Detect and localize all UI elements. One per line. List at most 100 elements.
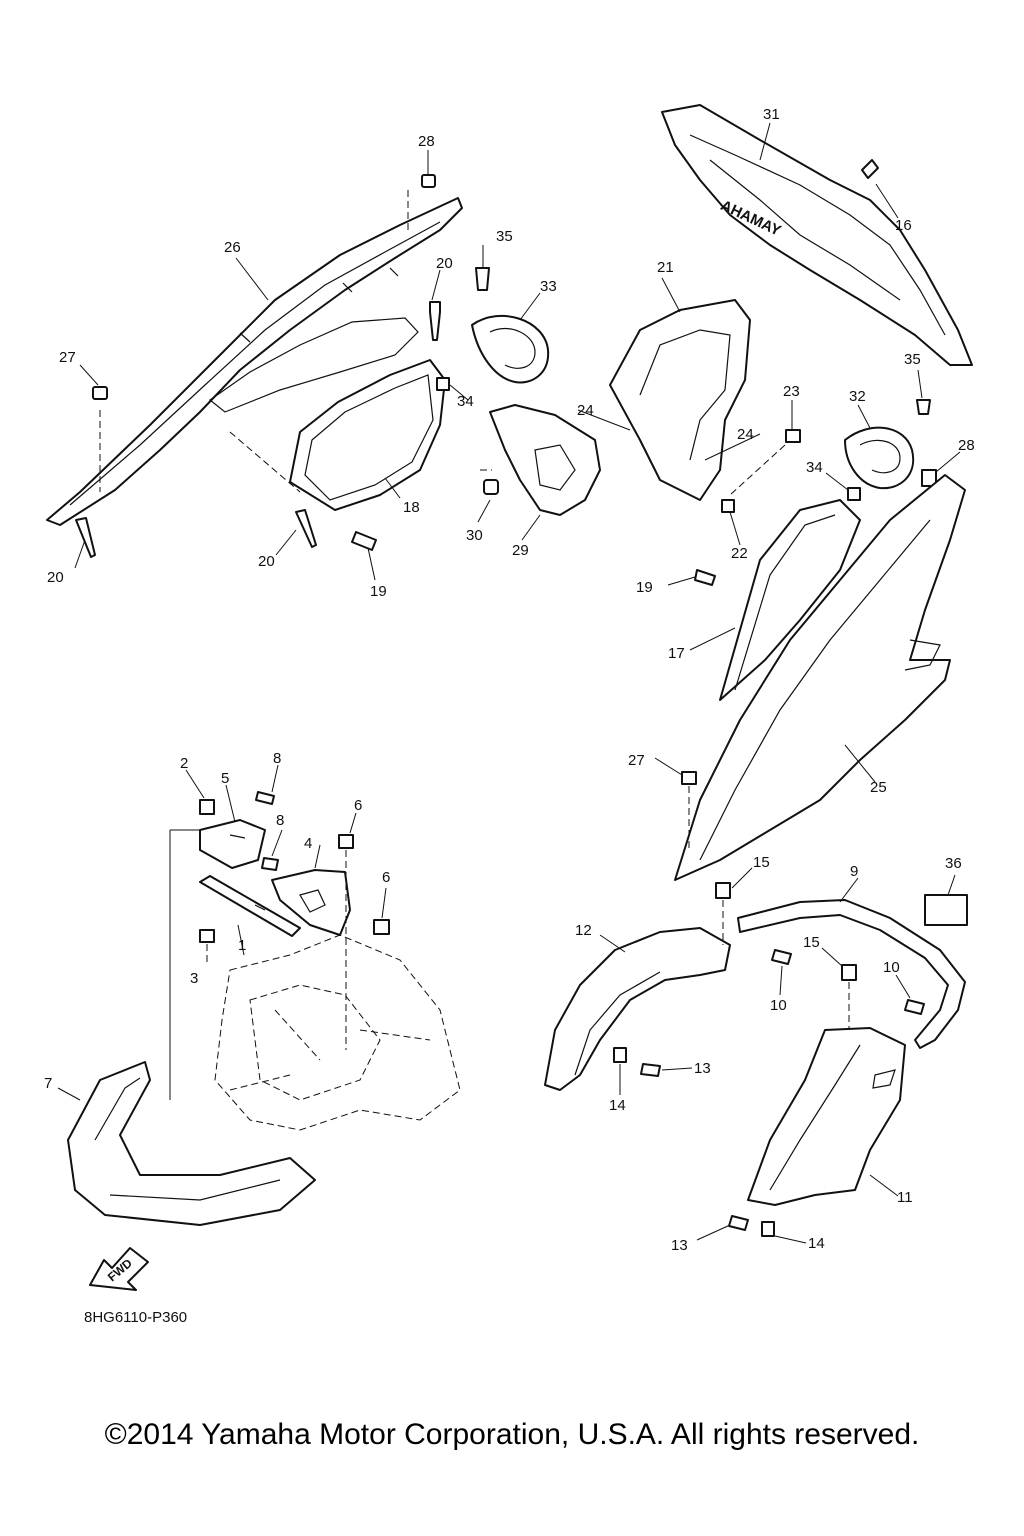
frame-reference [214, 934, 461, 1131]
callout-28: 28 [958, 437, 975, 454]
callout-11: 11 [897, 1189, 913, 1206]
part-35-screw [475, 267, 490, 291]
callout-7: 7 [44, 1075, 52, 1092]
part-36-decal [924, 894, 968, 926]
callout-2: 2 [180, 755, 188, 772]
callout-14: 14 [609, 1097, 626, 1114]
callout-35: 35 [904, 351, 921, 368]
part-34-clip [847, 487, 861, 501]
part-29-bracket [489, 404, 601, 516]
part-10-bolt [904, 999, 925, 1015]
part-8-bolt [255, 791, 275, 805]
part-35-screw [916, 399, 931, 415]
callout-17: 17 [668, 645, 685, 662]
callout-8: 8 [276, 812, 284, 829]
callout-12: 12 [575, 922, 592, 939]
part-7-front-guard [67, 1061, 316, 1226]
exploded-parts-diagram: YAMAHA [44, 104, 975, 1291]
part-14-nut [761, 1221, 775, 1237]
callout-1: 1 [238, 937, 246, 954]
callout-24: 24 [737, 426, 754, 443]
callout-10: 10 [883, 959, 900, 976]
part-20-screw [295, 509, 317, 548]
callout-36: 36 [945, 855, 962, 872]
part-1-mount-shaft [199, 875, 301, 937]
part-13-bolt [728, 1215, 749, 1231]
part-22-nut [721, 499, 735, 513]
part-2-bolt [199, 799, 215, 815]
callout-35: 35 [496, 228, 513, 245]
part-3-nut [199, 929, 215, 943]
callout-26: 26 [224, 239, 241, 256]
callout-10: 10 [770, 997, 787, 1014]
part-5-bracket [199, 819, 266, 869]
part-14-nut [613, 1047, 627, 1063]
part-10-bolt [771, 949, 792, 965]
part-27-bolt [681, 771, 697, 785]
part-17-inner-side-panel [719, 499, 861, 701]
callout-21: 21 [657, 259, 674, 276]
part-20-screw [429, 301, 441, 341]
callout-19: 19 [370, 583, 387, 600]
part-19-screw [694, 569, 716, 586]
part-13-bolt [640, 1063, 661, 1077]
part-19-screw [351, 531, 377, 551]
part-28-bolt [421, 174, 436, 188]
part-27-bolt [92, 386, 108, 400]
callout-28: 28 [418, 133, 435, 150]
callout-13: 13 [694, 1060, 711, 1077]
part-30-bolt [483, 479, 499, 495]
callout-29: 29 [512, 542, 529, 559]
callout-6: 6 [382, 869, 390, 886]
part-6-bolt [338, 834, 354, 849]
callout-20: 20 [258, 553, 275, 570]
callout-3: 3 [190, 970, 198, 987]
callout-18: 18 [403, 499, 420, 516]
callout-31: 31 [763, 106, 780, 123]
callout-24: 24 [577, 402, 594, 419]
callout-27: 27 [628, 752, 645, 769]
part-9-guard-bar [737, 899, 966, 1049]
callout-13: 13 [671, 1237, 688, 1254]
callout-25: 25 [870, 779, 887, 796]
callout-22: 22 [731, 545, 748, 562]
callout-9: 9 [850, 863, 858, 880]
part-15-bolt [841, 964, 857, 981]
part-26-side-cover [46, 197, 463, 526]
callout-4: 4 [304, 835, 312, 852]
callout-23: 23 [783, 383, 800, 400]
part-20-screw [75, 517, 96, 558]
callout-15: 15 [753, 854, 770, 871]
callout-34: 34 [457, 393, 474, 410]
callout-15: 15 [803, 934, 820, 951]
callout-19: 19 [636, 579, 653, 596]
callout-14: 14 [808, 1235, 825, 1252]
part-15-bolt [715, 882, 731, 899]
part-34-clip [436, 377, 450, 391]
callout-30: 30 [466, 527, 483, 544]
callout-8: 8 [273, 750, 281, 767]
callout-27: 27 [59, 349, 76, 366]
part-23-bolt [785, 429, 801, 443]
callout-16: 16 [895, 217, 912, 234]
part-4-mount-plate [271, 869, 351, 936]
diagram-code: 8HG6110-P360 [84, 1309, 188, 1326]
callout-5: 5 [221, 770, 229, 787]
part-31-upper-cover [661, 104, 973, 366]
part-32-headlight-rim [844, 426, 915, 490]
callout-20: 20 [47, 569, 64, 586]
callout-34: 34 [806, 459, 823, 476]
part-33-headlight-rim [471, 315, 550, 384]
part-16-rivet [861, 159, 879, 179]
part-12-left-hand-guard [544, 927, 731, 1091]
part-25-lower-side-cover [674, 474, 966, 881]
part-21-front-cowl-panel [609, 299, 751, 501]
copyright-notice: ©2014 Yamaha Motor Corporation, U.S.A. A… [104, 1418, 920, 1451]
callout-20: 20 [436, 255, 453, 272]
part-6-bolt [373, 919, 390, 935]
part-8-bolt [261, 857, 279, 871]
part-11-right-hand-guard [747, 1027, 906, 1206]
callout-32: 32 [849, 388, 866, 405]
callout-33: 33 [540, 278, 557, 295]
callout-6: 6 [354, 797, 362, 814]
